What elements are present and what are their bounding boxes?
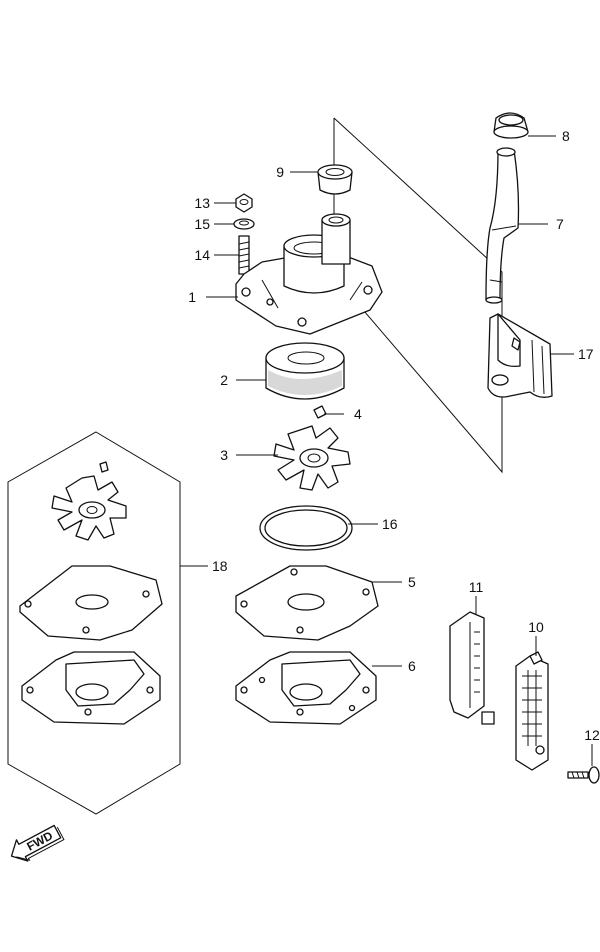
callout-3: 3 xyxy=(220,447,228,463)
part-17-seal-plate xyxy=(487,313,553,398)
callout-11: 11 xyxy=(469,579,484,595)
callout-8: 8 xyxy=(562,128,570,144)
callout-5: 5 xyxy=(408,574,416,590)
part-1-pump-case xyxy=(235,213,383,335)
callout-12: 12 xyxy=(584,727,600,743)
part-3-impeller xyxy=(273,425,351,491)
callout-7: 7 xyxy=(556,216,564,232)
part-6-plate xyxy=(235,651,377,725)
part-9-collar xyxy=(317,164,353,195)
part-15-washer xyxy=(233,218,255,230)
forward-direction-badge: FWD xyxy=(10,824,65,862)
callout-14: 14 xyxy=(194,247,210,263)
part-7-water-tube xyxy=(485,147,520,304)
callout-18: 18 xyxy=(212,558,228,574)
callout-6: 6 xyxy=(408,658,416,674)
part-11-strainer-frame xyxy=(449,611,495,725)
callout-15: 15 xyxy=(194,216,210,232)
part-8-grommet xyxy=(493,112,529,139)
callout-16: 16 xyxy=(382,516,398,532)
part-4-key xyxy=(313,405,327,419)
callout-1: 1 xyxy=(188,289,196,305)
callout-9: 9 xyxy=(276,164,284,180)
callout-10: 10 xyxy=(528,619,544,635)
part-2-liner xyxy=(265,342,345,400)
callout-2: 2 xyxy=(220,372,228,388)
part-16-o-ring xyxy=(259,505,353,551)
part-14-stud-bolt xyxy=(238,235,250,275)
part-5-gasket xyxy=(235,565,379,641)
callout-4: 4 xyxy=(354,406,362,422)
callout-13: 13 xyxy=(194,195,210,211)
part-18-repair-kit xyxy=(7,431,181,815)
part-13-nut xyxy=(235,193,253,213)
callout-17: 17 xyxy=(578,346,594,362)
part-12-screw xyxy=(567,766,600,784)
part-10-strainer xyxy=(515,651,549,771)
